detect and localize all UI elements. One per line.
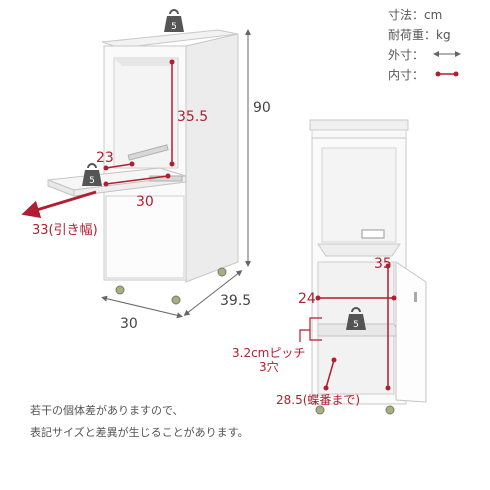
left-cabinet [47,29,239,305]
right-inner-height-label: 35 [374,256,392,272]
legend-load: 耐荷重：kg [388,28,451,42]
width-label: 30 [120,316,138,332]
slide-depth-label: 23 [96,150,114,166]
right-inner-depth-label: 28.5(蝶番まで) [276,392,360,407]
note-line-2: 表記サイズと差異が生じることがあります。 [30,426,249,439]
weight-icon: 5 [164,9,184,32]
inner-height-label: 35.5 [177,109,208,125]
weight-icon: 5 [346,307,366,330]
right-cabinet [309,119,427,415]
right-inner-width-label: 24 [298,291,316,307]
svg-text:5: 5 [89,176,95,186]
right-inner-depth-line [325,359,335,389]
depth-line [183,270,243,316]
height-label: 90 [253,100,271,116]
svg-text:5: 5 [171,22,177,32]
width-line [101,295,183,319]
slide-depth-line [105,163,133,169]
shelf-holes-label: 3穴 [259,359,279,374]
note-line-1: 若干の個体差がありますので、 [30,404,184,417]
depth-label: 39.5 [220,293,251,309]
inner-dimension-symbol [435,71,459,77]
pull-width-label: 33(引き幅) [32,223,98,238]
slide-width-label: 30 [136,194,154,210]
shelf-pitch-bracket [299,317,322,342]
weight-icon: 5 [82,163,102,186]
shelf-pitch-label: 3.2cmピッチ [232,346,305,360]
svg-text:5: 5 [353,320,359,330]
legend-unit: 寸法：cm [388,8,443,22]
pull-arrow [21,190,97,219]
legend-outer: 外寸： [388,48,425,62]
slide-width-line [105,175,169,185]
legend-inner: 内寸： [388,68,425,82]
